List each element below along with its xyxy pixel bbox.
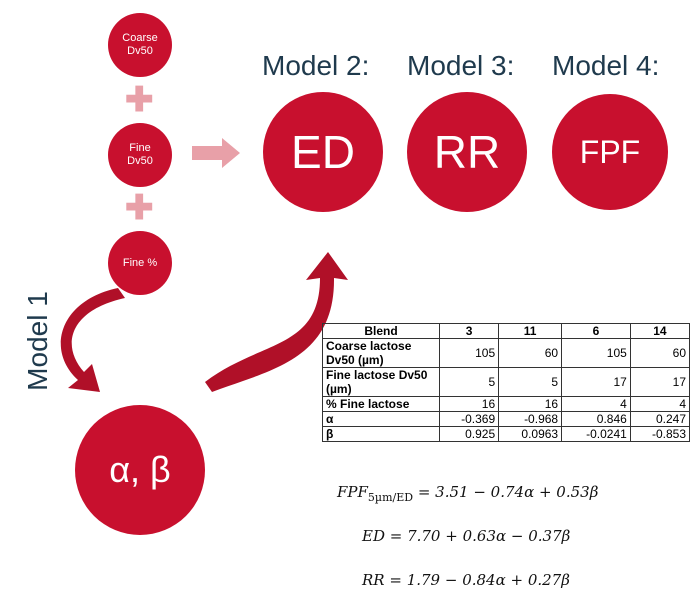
- plus-icon: ✚: [125, 81, 154, 119]
- input-label: Fine Dv50: [127, 142, 153, 167]
- alpha-beta-circle: α, β: [75, 405, 205, 535]
- right-arrow: [192, 138, 240, 168]
- cell: -0.0241: [561, 426, 631, 442]
- row-label: Fine lactose Dv50 (µm): [322, 367, 440, 397]
- cell: 5: [438, 367, 500, 397]
- curved-arrow-to-ed: [205, 252, 348, 392]
- header-cell: 14: [629, 323, 691, 339]
- cell: 4: [561, 396, 631, 412]
- model2-title: Model 2:: [262, 50, 370, 81]
- cell: 105: [438, 338, 500, 368]
- table-header: Blend 3 11 6 14: [322, 323, 691, 339]
- cell: 16: [438, 396, 500, 412]
- model-label: FPF: [579, 133, 641, 170]
- fpf-subscript: 5µm/ED: [367, 491, 414, 504]
- row-label: β: [322, 426, 440, 442]
- curved-arrow-model1: [60, 288, 126, 392]
- cell: 105: [561, 338, 631, 368]
- model-rr-circle: RR: [407, 92, 527, 212]
- model-label: ED: [291, 126, 355, 178]
- cell: 60: [498, 338, 563, 368]
- model3-title: Model 3:: [407, 50, 515, 81]
- cell: 0.846: [561, 411, 631, 427]
- fpf-rhs: = 3.51 − 0.74α + 0.53β: [413, 483, 599, 501]
- row-label: Coarse lactose Dv50 (µm): [322, 338, 440, 368]
- cell: 17: [561, 367, 631, 397]
- cell: 0.247: [629, 411, 691, 427]
- cell: -0.968: [498, 411, 563, 427]
- cell: 0.925: [438, 426, 500, 442]
- model4-title: Model 4:: [552, 50, 660, 81]
- row-label: α: [322, 411, 440, 427]
- cell: 0.0963: [498, 426, 563, 442]
- model-label: RR: [433, 126, 501, 178]
- header-cell: 11: [498, 323, 563, 339]
- header-cell: Blend: [322, 323, 440, 339]
- cell: 5: [498, 367, 563, 397]
- blend-table: Blend 3 11 6 14 Coarse lactose Dv50 (µm)…: [322, 323, 691, 442]
- cell: -0.853: [629, 426, 691, 442]
- model1-title: Model 1: [21, 291, 53, 391]
- plus-icon: ✚: [125, 189, 154, 227]
- header-cell: 6: [561, 323, 631, 339]
- cell: 17: [629, 367, 691, 397]
- model-fpf-circle: FPF: [552, 94, 668, 210]
- input-label: Fine %: [122, 256, 158, 269]
- fpf-lhs: FPF: [337, 483, 368, 501]
- input-coarse-dv50: Coarse Dv50: [108, 13, 172, 77]
- fpf-equation: FPF5µm/ED = 3.51 − 0.74α + 0.53β: [337, 483, 598, 504]
- model-ed-circle: ED: [263, 92, 383, 212]
- input-fine-percent: Fine %: [108, 231, 172, 295]
- cell: 16: [498, 396, 563, 412]
- header-cell: 3: [438, 323, 500, 339]
- cell: 4: [629, 396, 691, 412]
- rr-equation: RR = 1.79 − 0.84α + 0.27β: [362, 571, 570, 589]
- input-fine-dv50: Fine Dv50: [108, 123, 172, 187]
- row-label: % Fine lactose: [322, 396, 440, 412]
- cell: 60: [629, 338, 691, 368]
- model1-label: α, β: [109, 449, 171, 490]
- input-label: Coarse Dv50: [122, 32, 158, 57]
- cell: -0.369: [438, 411, 500, 427]
- ed-equation: ED = 7.70 + 0.63α − 0.37β: [362, 527, 571, 545]
